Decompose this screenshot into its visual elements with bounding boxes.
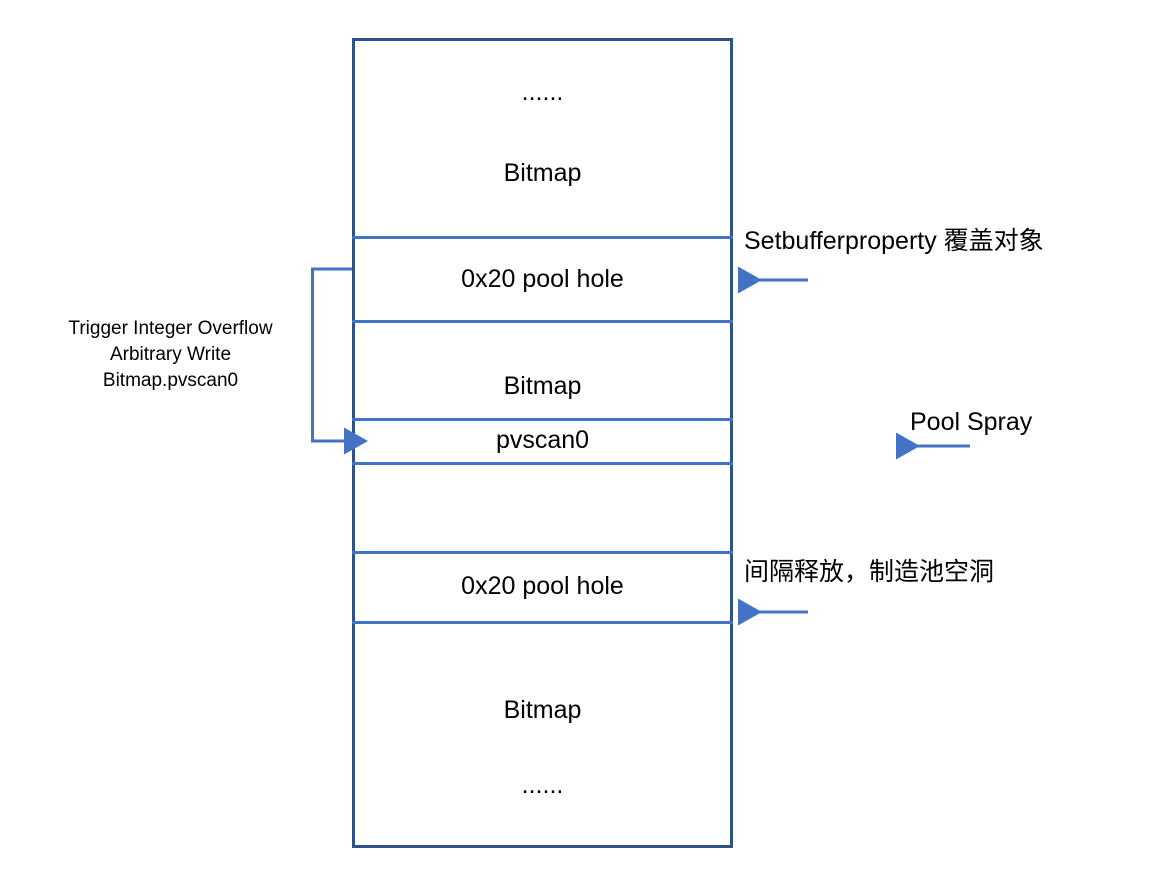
overflow-write-connector [311,267,368,455]
annotation-interval-free: 间隔释放，制造池空洞 [744,558,995,586]
cell-pool-hole-top-label: 0x20 pool hole [461,265,624,293]
trigger-overflow-line-2: Arbitrary Write [109,344,232,365]
cell-bitmap-bottom-label: Bitmap [503,696,582,724]
pool-divider-1 [352,236,733,239]
cell-pvscan0-label: pvscan0 [495,426,590,454]
pool-divider-6 [352,621,733,624]
pool-divider-4 [352,462,733,465]
annotation-pool-spray: Pool Spray [910,408,1033,436]
trigger-overflow-line-3: Bitmap.pvscan0 [102,370,239,391]
cell-bitmap-bottom-ellipsis: ...... [521,771,564,799]
trigger-overflow-annotation: Trigger Integer Overflow Arbitrary Write… [28,316,313,394]
trigger-overflow-line-1: Trigger Integer Overflow [68,318,273,339]
pool-divider-3 [352,418,733,421]
cell-bitmap-top-label: Bitmap [503,159,582,187]
pool-divider-5 [352,551,733,554]
annotation-setbufferproperty: Setbufferproperty 覆盖对象 [744,227,1044,255]
cell-pool-hole-bottom-label: 0x20 pool hole [461,572,624,600]
pool-divider-2 [352,320,733,323]
cell-bitmap-top-ellipsis: ...... [521,78,564,106]
cell-bitmap-middle-label: Bitmap [503,372,582,400]
